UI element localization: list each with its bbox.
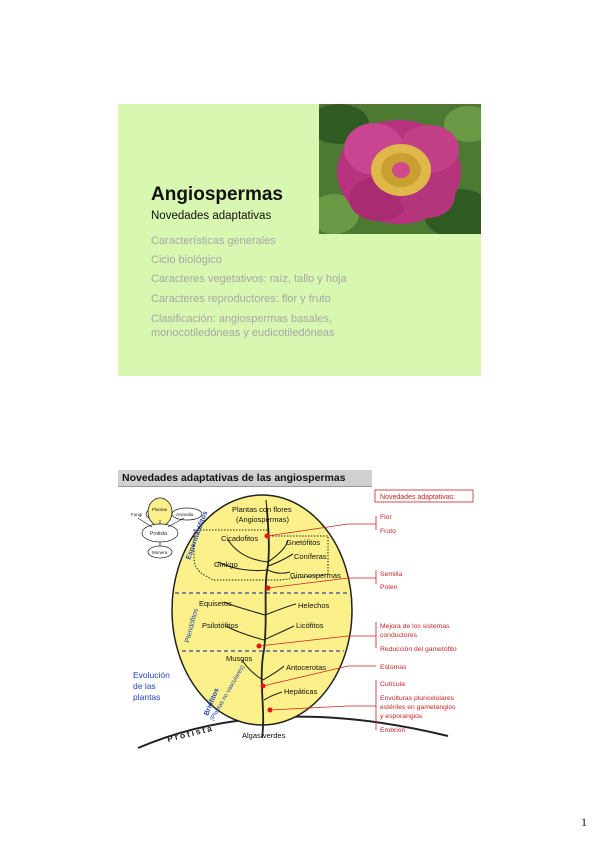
outline-item: Características generales [151,235,276,247]
slide-angiospermas: Angiospermas Novedades adaptativas Carac… [118,104,481,376]
plant-ellipse [171,494,353,726]
group-label: Licófitos [296,621,324,630]
group-label: Plantas con flores [232,505,292,514]
group-label: Gimnospermas [290,571,341,580]
kingdoms-minitree: Fungi Plantae Animalia Protista Monera [131,497,203,559]
connector-lines [258,516,377,730]
novelty-dot [267,707,273,713]
novedad-label: Mejora de los sistemas [380,623,450,630]
outline-item: monocotiledóneas y eudicotiledóneas [151,327,335,339]
group-label: Hepáticas [284,687,318,696]
novedad-label: Flor [380,514,392,521]
slide-title: Angiospermas [151,184,283,205]
novedades-header: Novedades adaptativas: [380,494,455,501]
novedad-label: Fruto [380,528,396,535]
kingdom-label: Protista [150,531,167,537]
novedad-label: Reducción del gametófito [380,646,457,653]
novedad-label: Polen [380,584,398,591]
evolucion-label: Evolución [133,670,170,680]
group-label: Equisetos [199,599,232,608]
novedad-label: y esporangios [380,713,423,720]
evolucion-label: de las [133,681,156,691]
kingdom-label: Fungi [131,512,142,517]
slide-title: Novedades adaptativas de las angiosperma… [118,470,372,487]
group-label: (Angiospermas) [236,515,289,524]
kingdom-label: Plantae [152,507,168,512]
novedad-label: Estomas [380,664,407,671]
evolucion-label: plantas [133,692,160,702]
ground-label: Protista [166,723,215,744]
outline-item: Clasificación: angiospermas basales, [151,313,332,325]
novelty-dot [265,585,271,591]
group-label: Coníferas [294,552,327,561]
kingdom-label: Monera [152,550,168,555]
page-number: 1 [581,815,587,829]
novelty-dot [256,643,262,649]
outline-item: Caracteres reproductores: flor y fruto [151,293,331,305]
novelty-dot [260,683,266,689]
novedad-label: conductores [380,632,418,639]
tree-branches [217,499,297,701]
gimnospermas-outline [193,529,329,581]
outline-item: Caracteres vegetativos: raíz, tallo y ho… [151,273,347,285]
novedad-label: Embrión [380,727,406,734]
slide-novedades-adaptativas: Novedades adaptativas de las angiosperma… [118,470,481,750]
group-label: Musgos [226,654,253,663]
group-label: Antocerotas [286,663,326,672]
group-label: Helechos [298,601,330,610]
novelty-dot [264,533,270,539]
group-label: Cicadofitos [221,534,258,543]
novedad-label: Cutícula [380,681,405,688]
peony-flower-photo [319,104,481,234]
kingdom-label: Animalia [176,512,194,517]
group-label: Psilotófitos [202,621,239,630]
novedades-header-box [374,489,474,503]
outline-item: Ciclo biológico [151,254,222,266]
peony-flower-illustration [319,104,481,234]
novedad-label: estériles en gametangios [380,704,456,711]
slide-subtitle: Novedades adaptativas [151,210,272,222]
group-label: Gnetófitos [286,538,320,547]
novedad-label: Envolturas pluricelulares [380,695,455,702]
group-label: Ginkgo [214,560,238,569]
evolution-diagram: Fungi Plantae Animalia Protista Monera E… [131,489,474,749]
group-label: Algas verdes [242,731,286,740]
novedad-label: Semilla [380,571,403,578]
